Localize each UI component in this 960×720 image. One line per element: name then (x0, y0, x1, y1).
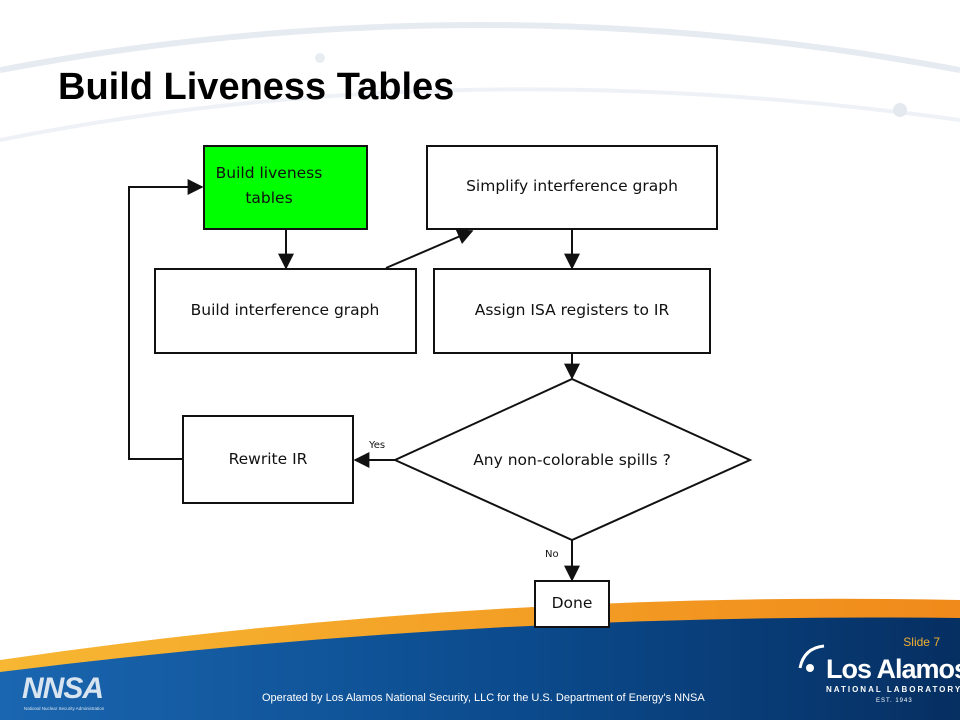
edge-interference-to-simplify (385, 229, 474, 269)
node-rewrite-label: Rewrite IR (229, 450, 308, 468)
los-alamos-logo: Los Alamos NATIONAL LABORATORY EST. 1943 (798, 644, 960, 710)
edge-label-no: No (545, 549, 559, 560)
node-build-liveness-tables: Build liveness tables (203, 145, 368, 230)
nnsa-logo-text: NNSA (22, 672, 104, 705)
los-alamos-swoosh-icon (798, 644, 825, 672)
slide-title: Build Liveness Tables (58, 66, 455, 108)
edge-label-yes: Yes (368, 440, 385, 451)
node-simplify-label: Simplify interference graph (466, 177, 678, 195)
node-assign-label: Assign ISA registers to IR (475, 301, 670, 319)
los-alamos-est: EST. 1943 (876, 698, 913, 704)
node-simplify-interference-graph: Simplify interference graph (426, 145, 718, 230)
los-alamos-subtitle: NATIONAL LABORATORY (826, 685, 960, 694)
footer-operated-by: Operated by Los Alamos National Security… (262, 692, 705, 704)
node-rewrite-ir: Rewrite IR (182, 415, 354, 504)
node-build-liveness-line2: tables (245, 189, 292, 207)
node-decision-label: Any non-colorable spills ? (473, 451, 671, 469)
node-build-interference-label: Build interference graph (191, 301, 380, 319)
node-assign-isa-registers: Assign ISA registers to IR (433, 268, 711, 354)
node-build-interference-graph: Build interference graph (154, 268, 417, 354)
los-alamos-name: Los Alamos (826, 654, 960, 684)
edge-rewrite-to-liveness (128, 179, 204, 460)
nnsa-logo-subtext: National Nuclear Security Administration (24, 706, 105, 711)
node-done-label: Done (552, 594, 593, 612)
node-build-liveness-line1: Build liveness (216, 164, 323, 182)
slide-number: Slide 7 (903, 635, 940, 649)
nnsa-logo: NNSA National Nuclear Security Administr… (22, 672, 104, 711)
node-done: Done (534, 580, 610, 628)
node-decision-spills: Any non-colorable spills ? (392, 377, 753, 542)
